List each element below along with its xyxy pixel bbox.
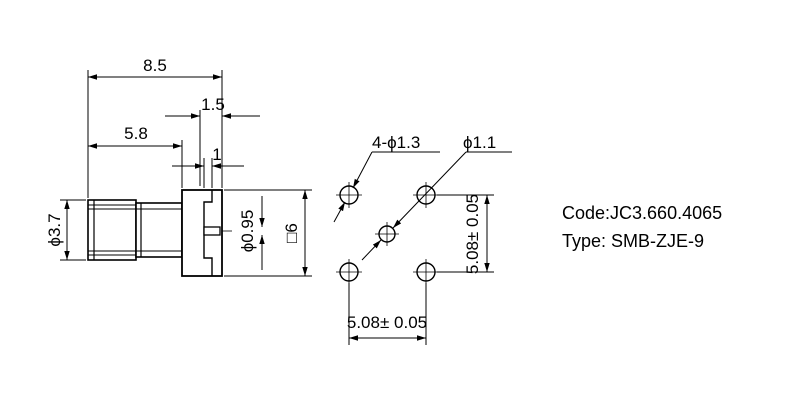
dimension-body-length: 5.8: [88, 124, 183, 188]
dimension-flange-width: 1.5: [165, 95, 260, 186]
product-code: Code:JC3.660.4065: [562, 203, 723, 223]
dim-hole-spec-small: 4-ϕ1.3: [372, 133, 420, 152]
dim-pitch-vertical: 5.08± 0.05: [463, 194, 482, 274]
side-view: [87, 189, 232, 277]
dim-body-length: 5.8: [124, 124, 148, 143]
connector-rear-cylinder: [135, 202, 183, 258]
product-type: Type: SMB-ZJE-9: [562, 231, 705, 251]
dim-hole-spec-center: ϕ1.1: [463, 133, 496, 152]
dim-body-diameter: ϕ3.7: [45, 213, 64, 246]
dimension-pitch-horizontal: 5.08± 0.05: [347, 283, 427, 345]
hole-callouts: 4-ϕ1.3 ϕ1.1: [333, 133, 512, 261]
dimension-square-size: □6: [224, 189, 312, 277]
dim-square-size: □6: [282, 223, 301, 243]
dim-pitch-horizontal: 5.08± 0.05: [347, 313, 427, 332]
dim-pin-diameter: ϕ0.95: [238, 210, 257, 253]
dim-overall-length: 8.5: [143, 56, 167, 75]
connector-front-cylinder: [87, 199, 137, 261]
dimension-body-diameter: ϕ3.7: [45, 199, 86, 261]
dimension-pin-diameter: ϕ0.95: [238, 196, 265, 270]
dim-flange-width: 1.5: [201, 95, 225, 114]
dim-pin-offset: 1: [212, 145, 221, 164]
center-pin: [203, 226, 221, 236]
dimension-overall-length: 8.5: [87, 56, 223, 198]
dimension-pin-offset: 1: [172, 145, 244, 188]
hole-pattern: [336, 182, 439, 285]
dimension-pitch-vertical: 5.08± 0.05: [437, 194, 494, 274]
